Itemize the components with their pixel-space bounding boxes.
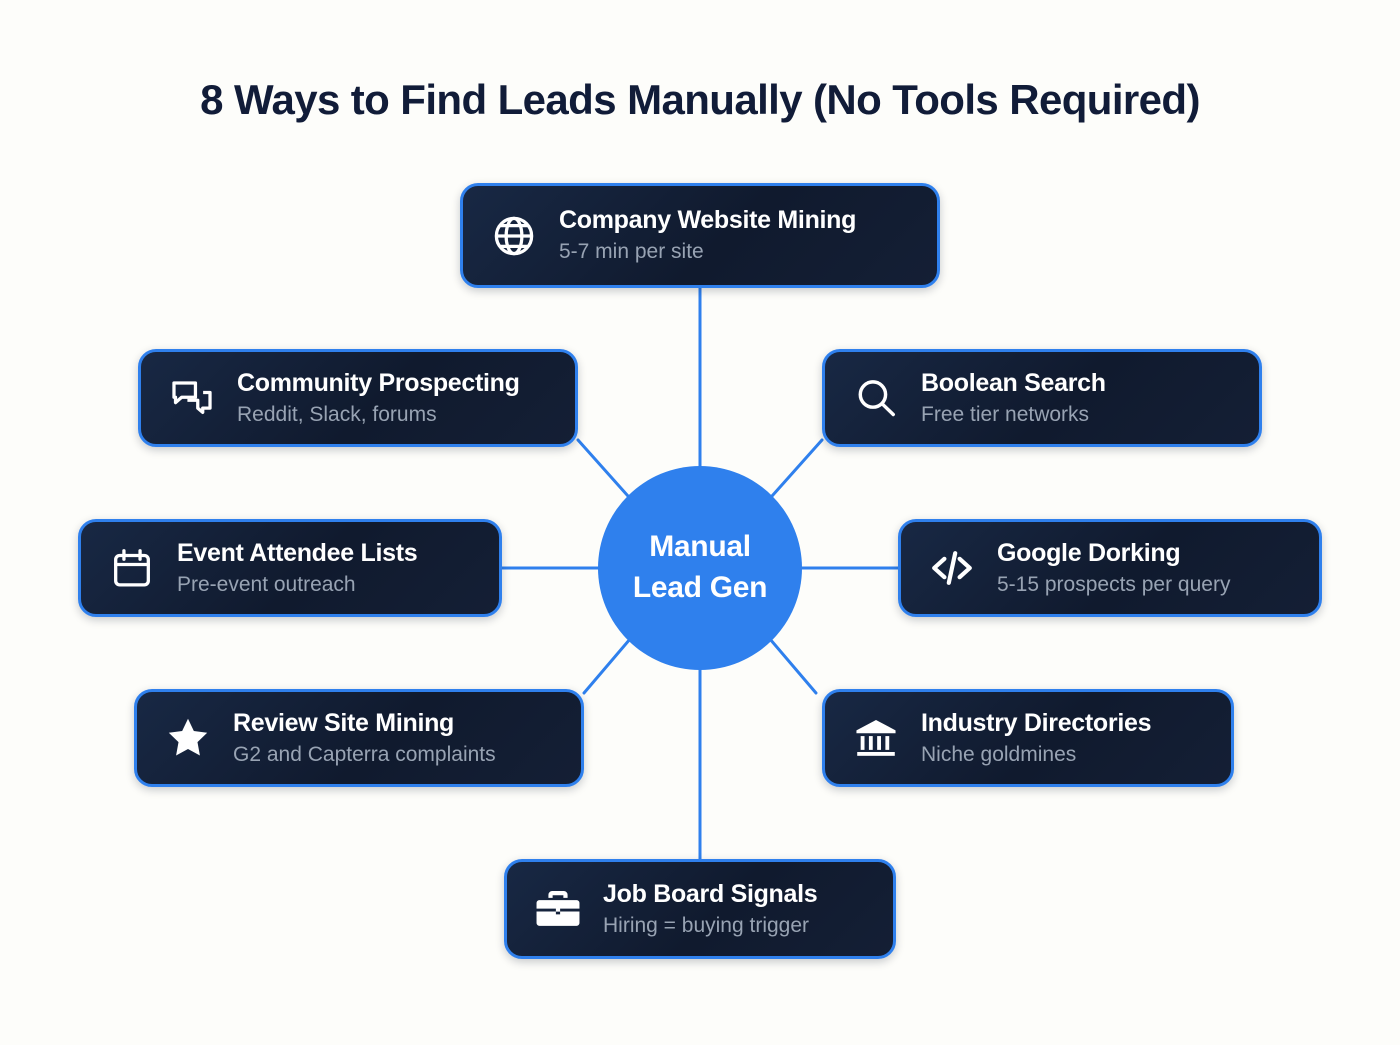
search-icon xyxy=(851,373,901,423)
node-title: Community Prospecting xyxy=(237,368,520,397)
globe-icon xyxy=(489,211,539,261)
page-title: 8 Ways to Find Leads Manually (No Tools … xyxy=(200,76,1200,123)
node-card-industry-directories[interactable]: Industry Directories Niche goldmines xyxy=(822,689,1234,787)
node-title: Event Attendee Lists xyxy=(177,538,418,567)
central-hub: Manual Lead Gen xyxy=(598,466,802,670)
hub-label-line1: Manual xyxy=(649,530,751,564)
hub-label-line2: Lead Gen xyxy=(632,571,768,604)
star-icon xyxy=(163,713,213,763)
node-title: Job Board Signals xyxy=(603,879,818,908)
code-icon xyxy=(927,543,977,593)
node-title: Company Website Mining xyxy=(559,206,857,235)
node-subtitle: Niche goldmines xyxy=(921,742,1077,766)
node-subtitle: Reddit, Slack, forums xyxy=(237,402,437,426)
node-title: Industry Directories xyxy=(921,708,1152,737)
node-subtitle: G2 and Capterra complaints xyxy=(233,742,496,766)
node-title: Boolean Search xyxy=(921,368,1106,397)
node-card-google-dorking[interactable]: Google Dorking 5-15 prospects per query xyxy=(898,519,1322,617)
node-subtitle: Pre-event outreach xyxy=(177,572,356,596)
node-subtitle: 5-7 min per site xyxy=(559,240,704,264)
calendar-icon xyxy=(107,543,157,593)
node-subtitle: Hiring = buying trigger xyxy=(603,913,810,937)
connector-industry-directories xyxy=(762,630,818,695)
node-card-community-prospecting[interactable]: Community Prospecting Reddit, Slack, for… xyxy=(138,349,578,447)
briefcase-icon xyxy=(533,884,583,934)
node-card-review-site-mining[interactable]: Review Site Mining G2 and Capterra compl… xyxy=(134,689,584,787)
node-title: Review Site Mining xyxy=(233,708,455,737)
node-subtitle: Free tier networks xyxy=(921,402,1090,426)
node-card-boolean-search[interactable]: Boolean Search Free tier networks xyxy=(822,349,1262,447)
node-card-event-attendee-lists[interactable]: Event Attendee Lists Pre-event outreach xyxy=(78,519,502,617)
chat-bubbles-icon xyxy=(167,373,217,423)
node-title: Google Dorking xyxy=(997,538,1181,567)
node-card-company-website-mining[interactable]: Company Website Mining 5-7 min per site xyxy=(460,183,940,288)
connector-boolean-search xyxy=(762,438,824,507)
node-card-job-board-signals[interactable]: Job Board Signals Hiring = buying trigge… xyxy=(504,859,896,959)
bank-icon xyxy=(851,713,901,763)
node-subtitle: 5-15 prospects per query xyxy=(997,572,1231,596)
